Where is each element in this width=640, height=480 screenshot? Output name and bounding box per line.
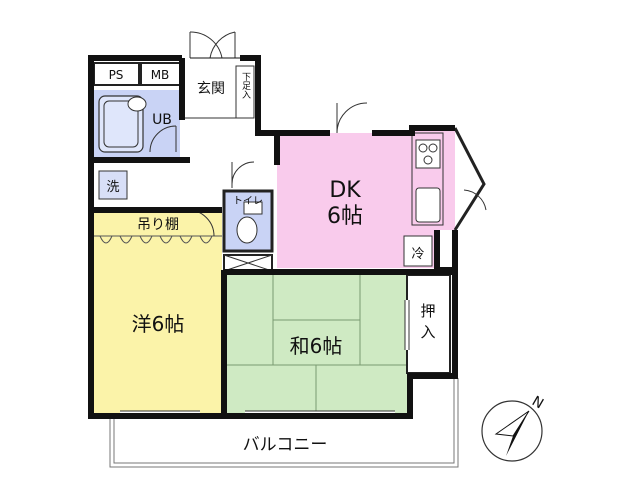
wash-basin-icon: [127, 96, 147, 112]
walls: [88, 55, 458, 419]
toilet-door-icon: [231, 161, 255, 185]
label-hanging-shelf: 吊り棚: [137, 217, 179, 233]
fridge-box: [403, 235, 433, 267]
entrance-door-icon: [189, 31, 236, 59]
washer-box: [98, 170, 128, 200]
dk-door-icon: [336, 102, 368, 134]
closet-fill: [407, 275, 450, 373]
balcony-outline: [109, 378, 459, 468]
compass-icon: N: [481, 393, 546, 462]
label-ps: PS: [109, 68, 124, 82]
label-shoe-storage: 下足入: [240, 72, 251, 99]
bay-window: [453, 127, 486, 231]
hanging-shelf-icon: [94, 235, 222, 244]
dk-fill: [277, 128, 455, 268]
label-closet-line1: 押: [420, 302, 435, 320]
label-washer: 洗: [106, 180, 119, 195]
tatami-lines: [227, 275, 407, 413]
label-entrance: 玄関: [197, 80, 225, 97]
toilet-icon: [236, 216, 258, 244]
bath-door-icon: [149, 125, 177, 153]
label-mb: MB: [151, 68, 170, 82]
western-room-fill: [94, 210, 222, 413]
label-dk-line1: DK: [329, 178, 361, 203]
label-closet-line2: 入: [420, 323, 435, 341]
shoe-storage-box: [235, 65, 255, 119]
label-balcony: バルコニー: [243, 435, 328, 455]
label-fridge: 冷: [411, 247, 424, 262]
label-dk-line2: 6帖: [327, 204, 363, 229]
label-japanese-room: 和6帖: [290, 334, 343, 358]
sink-icon: [415, 187, 441, 223]
label-western-room: 洋6帖: [132, 312, 185, 336]
label-unit-bath: UB: [152, 112, 172, 128]
label-toilet: トイレ: [233, 196, 263, 207]
japanese-room-fill: [227, 275, 407, 413]
